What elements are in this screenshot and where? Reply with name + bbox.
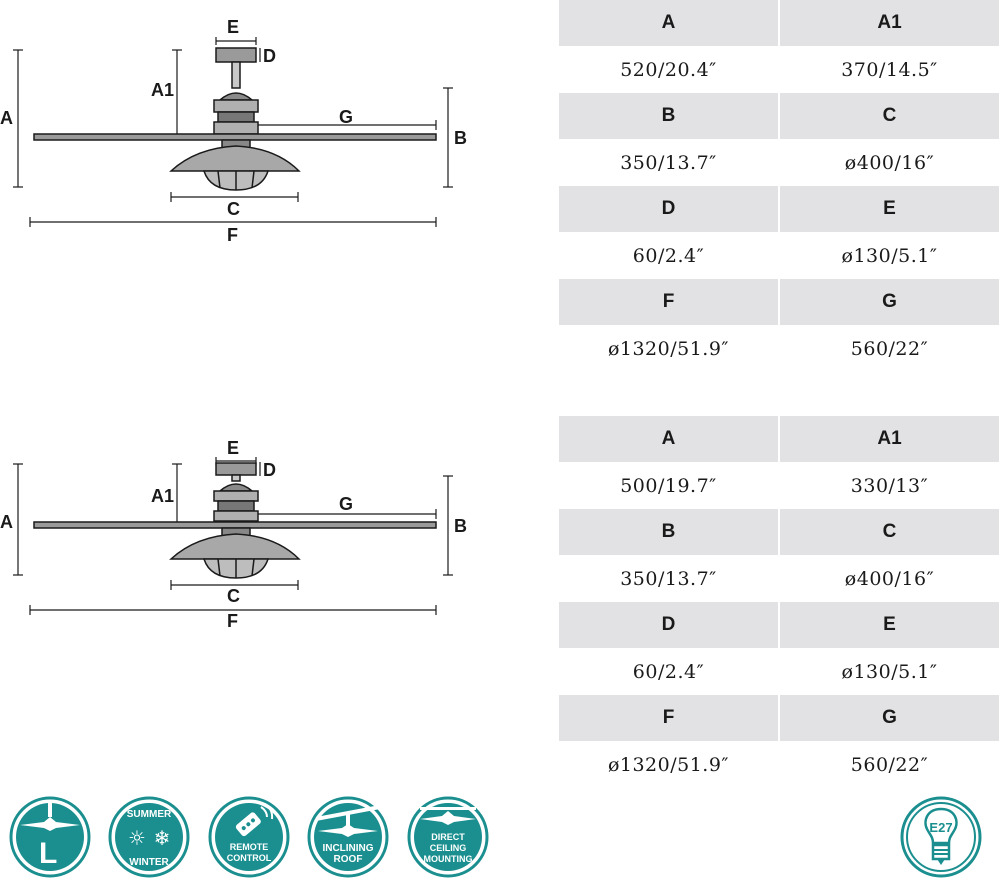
value-cell: 60/2.4″ xyxy=(559,232,778,279)
value-cell: ø1320/51.9″ xyxy=(559,325,778,372)
value-cell: ø130/5.1″ xyxy=(780,648,999,695)
header-cell: B xyxy=(559,509,778,555)
mount-label-3: MOUNTING xyxy=(424,854,473,864)
label-d: D xyxy=(263,460,276,480)
table-header-row: D E xyxy=(559,186,999,232)
remote-label-1: REMOTE xyxy=(230,842,269,852)
label-f: F xyxy=(227,611,238,630)
header-cell: E xyxy=(780,602,999,648)
label-c: C xyxy=(227,199,240,219)
table-value-row: 60/2.4″ ø130/5.1″ xyxy=(559,232,999,279)
header-cell: E xyxy=(780,186,999,232)
table-value-row: 350/13.7″ ø400/16″ xyxy=(559,139,999,186)
inclining-roof-icon: INCLINING ROOF xyxy=(306,795,390,879)
label-d: D xyxy=(263,46,276,66)
header-cell: A1 xyxy=(780,0,999,46)
value-cell: ø1320/51.9″ xyxy=(559,741,778,788)
bulb-label: E27 xyxy=(929,820,952,835)
table-value-row: 60/2.4″ ø130/5.1″ xyxy=(559,648,999,695)
table-header-row: B C xyxy=(559,509,999,555)
value-cell: ø400/16″ xyxy=(780,555,999,602)
label-g: G xyxy=(339,107,353,127)
label-a: A xyxy=(0,108,13,128)
snowflake-icon: ❄ xyxy=(154,826,171,850)
table-header-row: D E xyxy=(559,602,999,648)
table-value-row: ø1320/51.9″ 560/22″ xyxy=(559,741,999,788)
table-header-row: F G xyxy=(559,279,999,325)
label-a: A xyxy=(0,512,13,532)
label-f: F xyxy=(227,225,238,245)
table-header-row: A A1 xyxy=(559,0,999,46)
roof-label-2: ROOF xyxy=(334,854,363,865)
value-cell: 330/13″ xyxy=(780,462,999,509)
value-cell: 560/22″ xyxy=(780,325,999,372)
label-e: E xyxy=(227,438,239,458)
sun-icon: ☼ xyxy=(128,826,146,850)
table-header-row: B C xyxy=(559,93,999,139)
fan-dimension-drawing-2: E D A1 A G B C F xyxy=(0,430,470,630)
value-cell: 370/14.5″ xyxy=(780,46,999,93)
value-cell: 350/13.7″ xyxy=(559,139,778,186)
e27-bulb-icon: E27 xyxy=(899,795,983,879)
winter-label: WINTER xyxy=(129,857,169,868)
mount-label-2: CEILING xyxy=(430,843,467,853)
value-cell: 500/19.7″ xyxy=(559,462,778,509)
dimension-table-2: A A1 500/19.7″ 330/13″ B C 350/13.7″ ø40… xyxy=(559,416,999,788)
label-a1: A1 xyxy=(151,80,174,100)
label-a1: A1 xyxy=(151,486,174,506)
header-cell: G xyxy=(780,695,999,741)
header-cell: A xyxy=(559,0,778,46)
header-cell: C xyxy=(780,93,999,139)
roof-label-1: INCLINING xyxy=(322,843,373,854)
table-header-row: A A1 xyxy=(559,416,999,462)
value-cell: 520/20.4″ xyxy=(559,46,778,93)
mount-label-1: DIRECT xyxy=(431,832,465,842)
header-cell: D xyxy=(559,186,778,232)
label-g: G xyxy=(339,494,353,514)
header-cell: A xyxy=(559,416,778,462)
label-b: B xyxy=(454,516,467,536)
fan-dimension-drawing-1: E D A1 A G B C F xyxy=(0,0,470,250)
value-cell: 350/13.7″ xyxy=(559,555,778,602)
table-value-row: 350/13.7″ ø400/16″ xyxy=(559,555,999,602)
remote-label-2: CONTROL xyxy=(227,853,272,863)
table-value-row: 500/19.7″ 330/13″ xyxy=(559,462,999,509)
header-cell: F xyxy=(559,695,778,741)
summer-label: SUMMER xyxy=(127,809,172,820)
value-cell: 560/22″ xyxy=(780,741,999,788)
size-letter: L xyxy=(39,837,57,870)
size-l-icon: L xyxy=(8,795,92,879)
value-cell: 60/2.4″ xyxy=(559,648,778,695)
label-b: B xyxy=(454,128,467,148)
label-c: C xyxy=(227,586,240,606)
header-cell: A1 xyxy=(780,416,999,462)
table-value-row: 520/20.4″ 370/14.5″ xyxy=(559,46,999,93)
table-value-row: ø1320/51.9″ 560/22″ xyxy=(559,325,999,372)
value-cell: ø130/5.1″ xyxy=(780,232,999,279)
dimension-table-1: A A1 520/20.4″ 370/14.5″ B C 350/13.7″ ø… xyxy=(559,0,999,372)
value-cell: ø400/16″ xyxy=(780,139,999,186)
header-cell: C xyxy=(780,509,999,555)
table-header-row: F G xyxy=(559,695,999,741)
direct-ceiling-mounting-icon: DIRECT CEILING MOUNTING xyxy=(406,795,490,879)
summer-winter-icon: SUMMER ☼ ❄ WINTER xyxy=(107,795,191,879)
header-cell: G xyxy=(780,279,999,325)
remote-control-icon: REMOTE CONTROL xyxy=(207,795,291,879)
header-cell: F xyxy=(559,279,778,325)
header-cell: B xyxy=(559,93,778,139)
label-e: E xyxy=(227,17,239,37)
header-cell: D xyxy=(559,602,778,648)
